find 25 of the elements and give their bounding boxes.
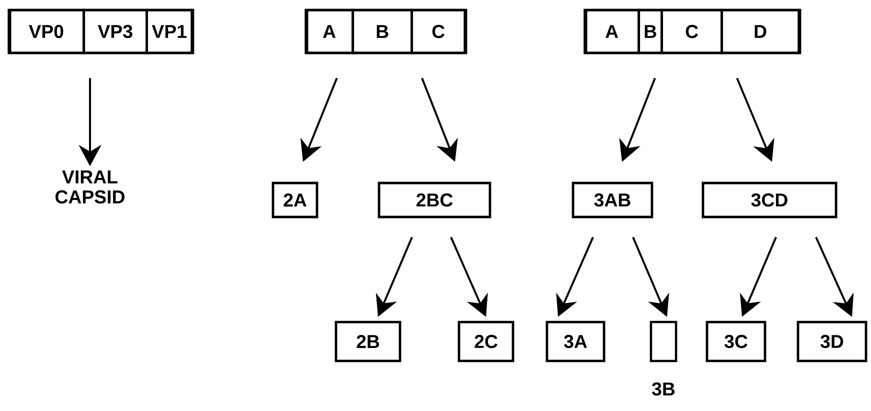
segment-box: A xyxy=(304,8,354,54)
protein-box: 2B xyxy=(334,320,402,362)
caption-text: VIRAL CAPSID xyxy=(56,170,124,204)
segment-box: B xyxy=(352,8,413,54)
segment-box: C xyxy=(410,8,466,54)
protein-box: 2A xyxy=(272,182,318,218)
segment-box: C xyxy=(660,8,723,54)
segment-box: VP0 xyxy=(8,8,85,54)
protein-box: 3CD xyxy=(702,182,838,218)
box-label: 3B xyxy=(652,382,675,396)
segment-box: VP3 xyxy=(82,8,148,54)
protein-box: 2C xyxy=(458,320,514,362)
protein-box: 2BC xyxy=(378,182,492,218)
protein-box: 3C xyxy=(706,320,766,362)
segment-box: B xyxy=(638,8,663,54)
segment-box: D xyxy=(720,8,800,54)
protein-box xyxy=(650,320,678,362)
polyprotein-bar xyxy=(306,8,468,54)
segment-box: A xyxy=(584,8,640,54)
polyprotein-bar xyxy=(8,8,194,54)
protein-box: 3A xyxy=(546,320,606,362)
protein-box: 3AB xyxy=(572,182,654,218)
protein-box: 3D xyxy=(796,320,868,362)
polyprotein-bar xyxy=(584,8,802,54)
segment-box: VP1 xyxy=(146,8,194,54)
